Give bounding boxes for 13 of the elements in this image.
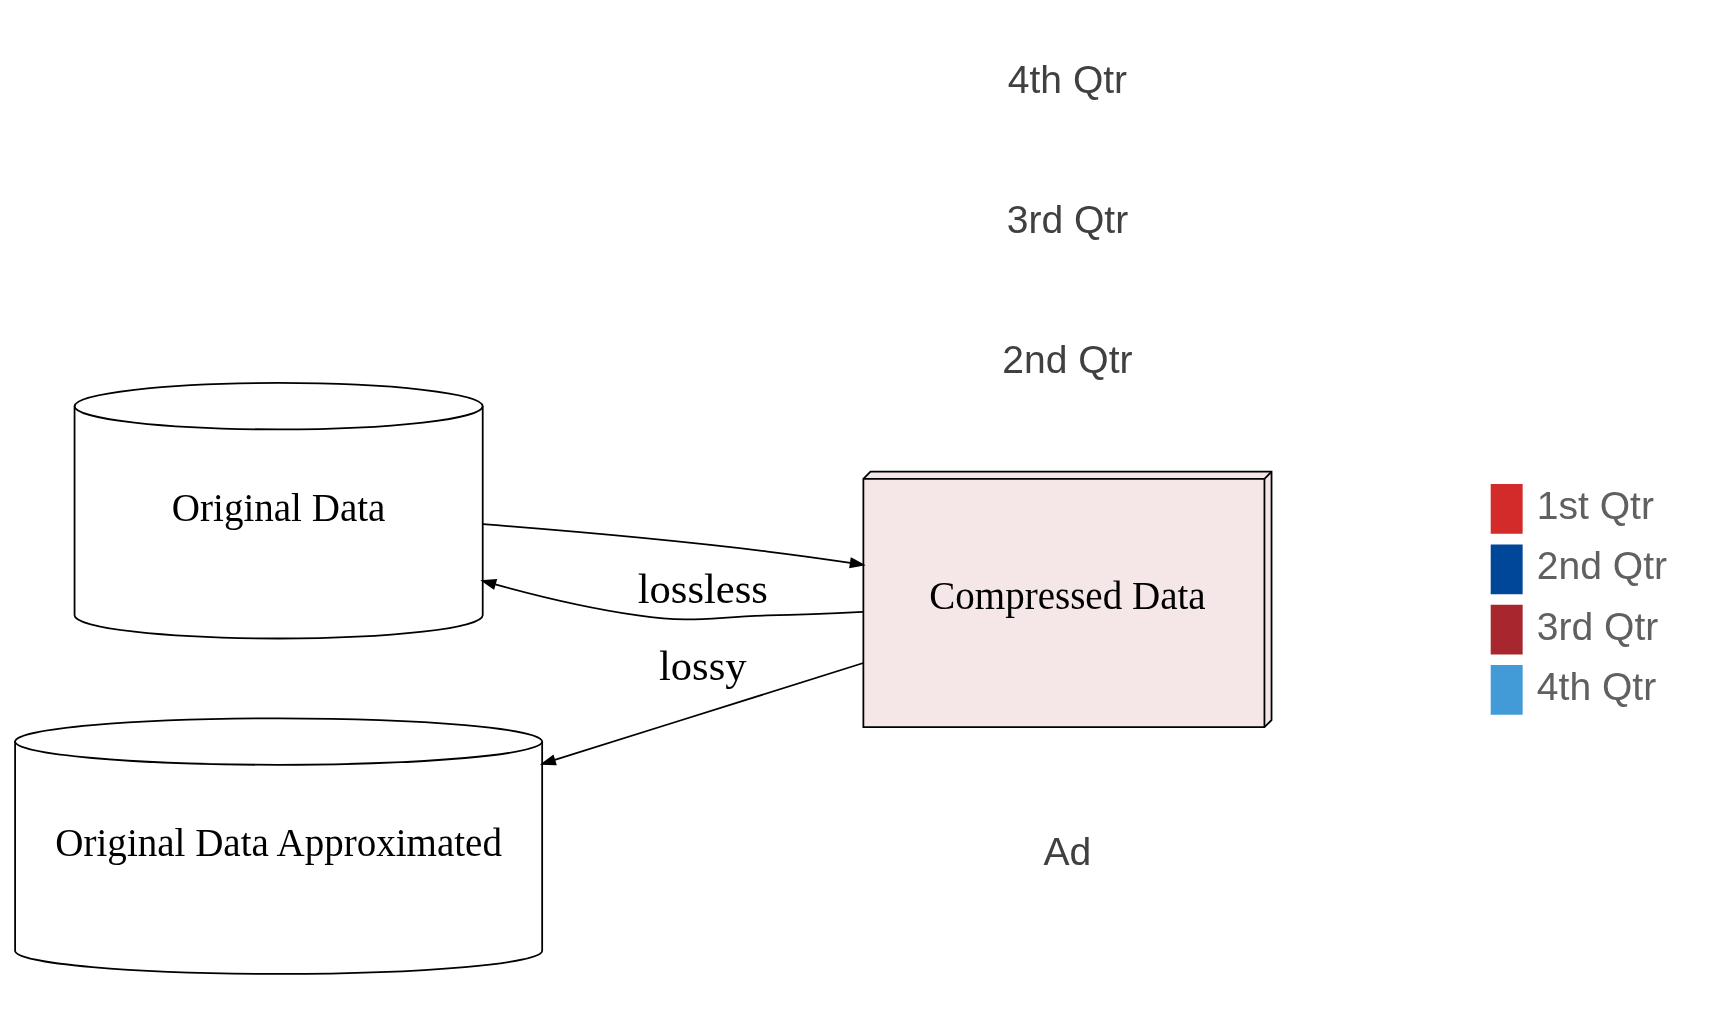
arrow	[539, 661, 865, 765]
arrow	[480, 578, 864, 620]
label: 4th Qtr	[1007, 57, 1128, 101]
legend-label: 3rd Qtr	[1536, 604, 1659, 648]
legend-label: 1st Qtr	[1536, 483, 1654, 527]
edge-label: lossy	[658, 641, 747, 689]
label: 3rd Qtr	[1006, 197, 1129, 241]
edge-label: lossless	[637, 564, 768, 612]
label: Ad	[1043, 829, 1092, 873]
label: 2nd Qtr	[1002, 337, 1133, 381]
arrow	[481, 522, 866, 568]
legend-label: 4th Qtr	[1536, 664, 1657, 708]
legend-label: 2nd Qtr	[1536, 543, 1668, 587]
